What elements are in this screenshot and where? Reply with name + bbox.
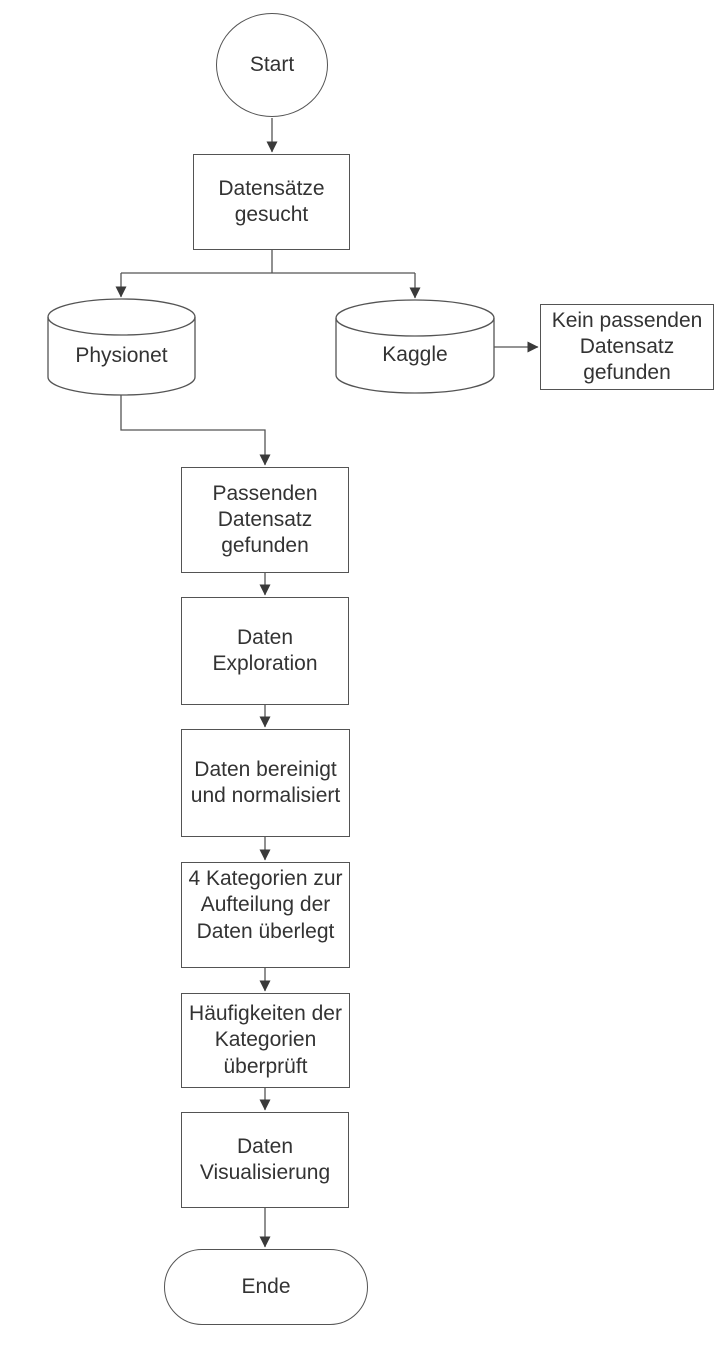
edge-physionet-to-passenden [120, 395, 271, 466]
node-datensaetze-gesucht-label: Datensätze gesucht [218, 176, 325, 226]
node-daten-bereinigt-label: Daten bereinigt und normalisiert [190, 757, 341, 807]
node-ende: Ende [164, 1249, 368, 1325]
node-kategorien-ueberlegt-label: 4 Kategorien zur Aufteilung der Daten üb… [188, 867, 343, 943]
node-datensaetze-gesucht: Datensätze gesucht [193, 154, 350, 250]
node-daten-exploration: Daten Exploration [181, 597, 349, 705]
node-ende-label: Ende [241, 1274, 291, 1298]
physionet-cylinder-shape [47, 298, 196, 396]
node-start-label: Start [249, 52, 295, 76]
node-daten-bereinigt: Daten bereinigt und normalisiert [181, 729, 350, 837]
node-daten-visualisierung: Daten Visualisierung [181, 1112, 349, 1208]
node-physionet: Physionet [48, 324, 195, 388]
node-physionet-label: Physionet [75, 343, 168, 367]
node-kein-passenden-datensatz-label: Kein passenden Datensatz gefunden [551, 308, 703, 385]
node-haeufigkeiten-ueberprueft: Häufigkeiten der Kategorien überprüft [181, 993, 350, 1088]
node-haeufigkeiten-ueberprueft-label: Häufigkeiten der Kategorien überprüft [189, 1002, 342, 1078]
node-kein-passenden-datensatz: Kein passenden Datensatz gefunden [540, 304, 714, 390]
node-start: Start [216, 13, 328, 117]
node-daten-exploration-label: Daten Exploration [212, 625, 318, 675]
node-passenden-datensatz: Passenden Datensatz gefunden [181, 467, 349, 573]
node-passenden-datensatz-label: Passenden Datensatz gefunden [212, 481, 318, 558]
node-kategorien-ueberlegt: 4 Kategorien zur Aufteilung der Daten üb… [181, 862, 350, 968]
node-kaggle-label: Kaggle [382, 342, 448, 366]
kaggle-cylinder-shape [335, 299, 495, 394]
node-daten-visualisierung-label: Daten Visualisierung [199, 1134, 331, 1184]
node-kaggle: Kaggle [336, 324, 494, 386]
edge-split-trunk [121, 250, 415, 274]
